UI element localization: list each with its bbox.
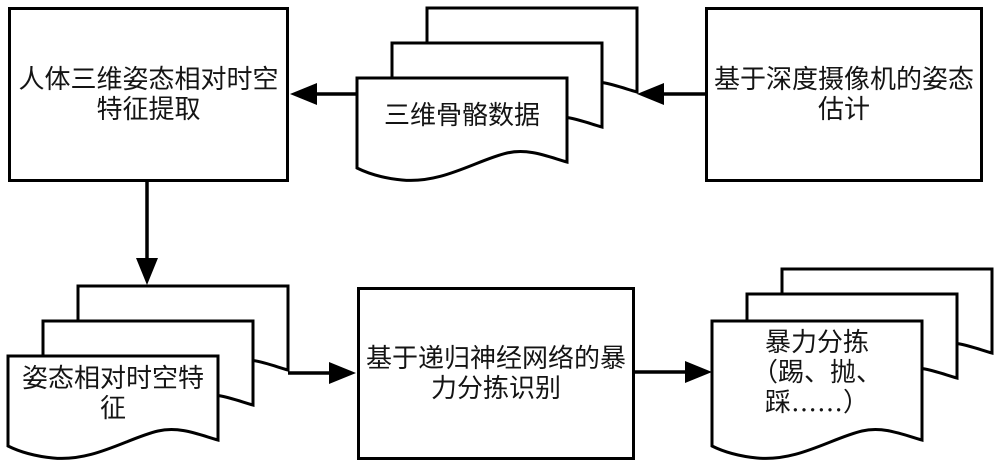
document-shape-front [710, 319, 924, 460]
arrowhead-right [329, 362, 356, 384]
node-violent-sorting-stack [710, 267, 994, 460]
arrowhead-down [136, 258, 158, 285]
arrowhead-left [637, 83, 664, 105]
arrow-relative-features-to-rnn-recognition [288, 362, 356, 384]
node-relative-features-stack [6, 284, 290, 460]
node-rnn-recognition-box [357, 287, 635, 460]
arrow-skeleton-data-to-pose-extraction [290, 83, 357, 105]
arrowhead-left [290, 83, 317, 105]
node-pose-extraction-box [8, 7, 289, 182]
node-pose-estimation-box [705, 7, 983, 182]
node-skeleton-data-stack [355, 6, 639, 182]
arrowhead-right [685, 361, 712, 383]
document-shape-front [355, 76, 569, 182]
arrow-pose-extraction-to-relative-features [136, 182, 158, 285]
arrow-pose-estimation-to-skeleton-data [637, 83, 705, 105]
document-shape-front [6, 354, 220, 460]
arrow-rnn-recognition-to-violent-sorting [635, 361, 712, 383]
